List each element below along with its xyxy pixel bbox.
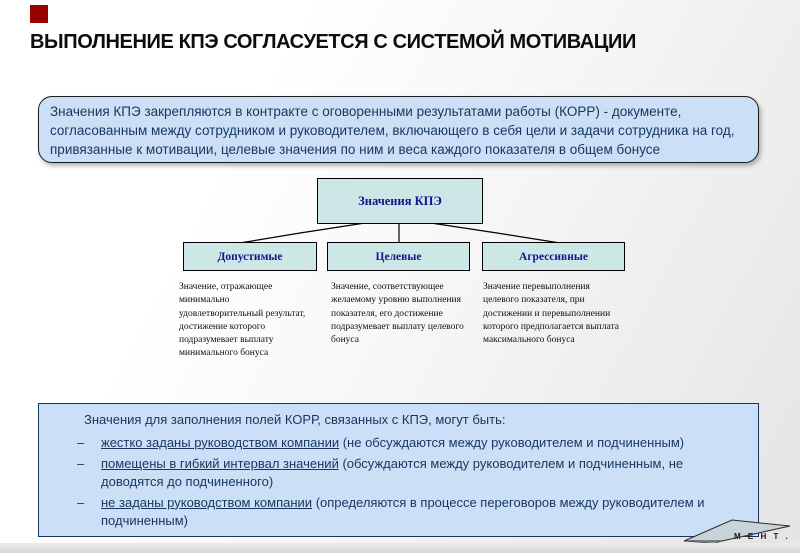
node-description: Значение, соответствующее желаемому уров… xyxy=(331,282,464,346)
logo-swoosh-underside xyxy=(683,540,723,544)
bullet-rest: (определяются в процессе переговоров меж… xyxy=(101,494,705,528)
bullet-text: не заданы руководством компании (определ… xyxy=(101,494,740,530)
intro-box: Значения КПЭ закрепляются в контракте с … xyxy=(38,96,759,163)
tree-node-root: Значения КПЭ xyxy=(317,178,483,224)
logo-text: М Е Н Т . xyxy=(734,532,790,541)
bottom-intro: Значения для заполнения полей КОРР, связ… xyxy=(84,412,506,427)
logo-fragment: М Е Н Т . xyxy=(683,519,791,544)
tree-node-label: Агрессивные xyxy=(519,250,588,263)
intro-text: Значения КПЭ закрепляются в контракте с … xyxy=(50,104,735,157)
bullet-underlined: жестко заданы руководством компании xyxy=(101,434,340,450)
bullet-text: помещены в гибкий интервал значений (обс… xyxy=(101,455,740,491)
page-title: ВЫПОЛНЕНИЕ КПЭ СОГЛАСУЕТСЯ С СИСТЕМОЙ МО… xyxy=(30,31,636,53)
tree-node-label: Целевые xyxy=(375,250,422,263)
tree-node-label: Допустимые xyxy=(217,250,283,263)
bullet-item: – помещены в гибкий интервал значений (о… xyxy=(77,455,740,491)
node-description: Значение, отражающее минимально удовлетв… xyxy=(179,282,306,359)
bullet-marker: – xyxy=(77,455,85,471)
tree-node-target: Целевые xyxy=(327,242,470,271)
bullet-item: – жестко заданы руководством компании (н… xyxy=(77,434,740,452)
bottom-strip xyxy=(0,543,800,553)
bullet-marker: – xyxy=(77,434,85,450)
bottom-box: Значения для заполнения полей КОРР, связ… xyxy=(38,403,759,537)
node-description: Значение перевыполнения целевого показат… xyxy=(483,282,619,346)
bullet-rest: (обсуждаются между руководителем и подчи… xyxy=(101,455,684,489)
bullet-marker: – xyxy=(77,494,85,510)
accent-square xyxy=(30,5,48,23)
tree-node-acceptable: Допустимые xyxy=(183,242,317,271)
bullet-item: – не заданы руководством компании (опред… xyxy=(77,494,740,530)
bullet-underlined: не заданы руководством компании xyxy=(101,494,313,510)
tree-node-aggressive: Агрессивные xyxy=(482,242,625,271)
bullet-text: жестко заданы руководством компании (не … xyxy=(101,434,740,452)
bullet-rest: (не обсуждаются между руководителем и по… xyxy=(339,434,685,450)
tree-node-label: Значения КПЭ xyxy=(358,193,442,208)
bullet-underlined: помещены в гибкий интервал значений xyxy=(101,455,339,471)
